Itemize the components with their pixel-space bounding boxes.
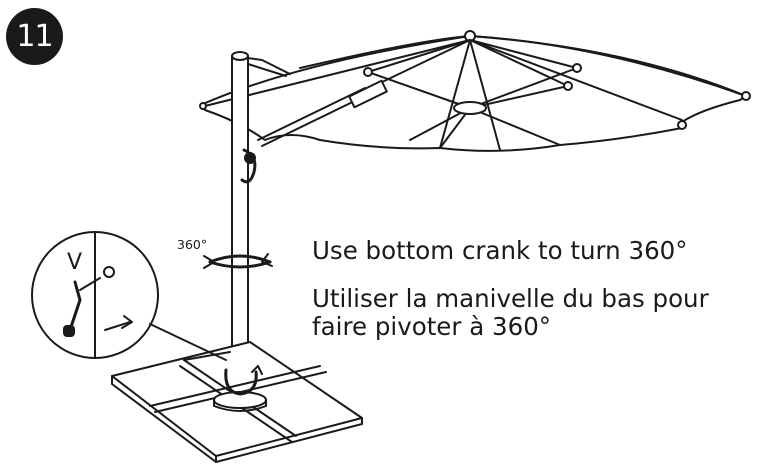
umbrella-pole (231, 51, 291, 397)
crank-detail-callout (31, 231, 227, 361)
rotation-arrow-icon (203, 253, 273, 269)
instruction-french-line2: faire pivoter à 360° (312, 312, 552, 341)
instruction-english: Use bottom crank to turn 360° (312, 236, 688, 265)
step-number: 11 (16, 19, 53, 54)
rotation-angle-label: 360° (177, 237, 208, 252)
umbrella-base (111, 341, 363, 463)
step-number-badge: 11 (6, 8, 63, 65)
detail-letter-label: V (67, 250, 83, 275)
umbrella-canopy (199, 30, 751, 152)
instruction-french-line1: Utiliser la manivelle du bas pour (312, 284, 709, 313)
